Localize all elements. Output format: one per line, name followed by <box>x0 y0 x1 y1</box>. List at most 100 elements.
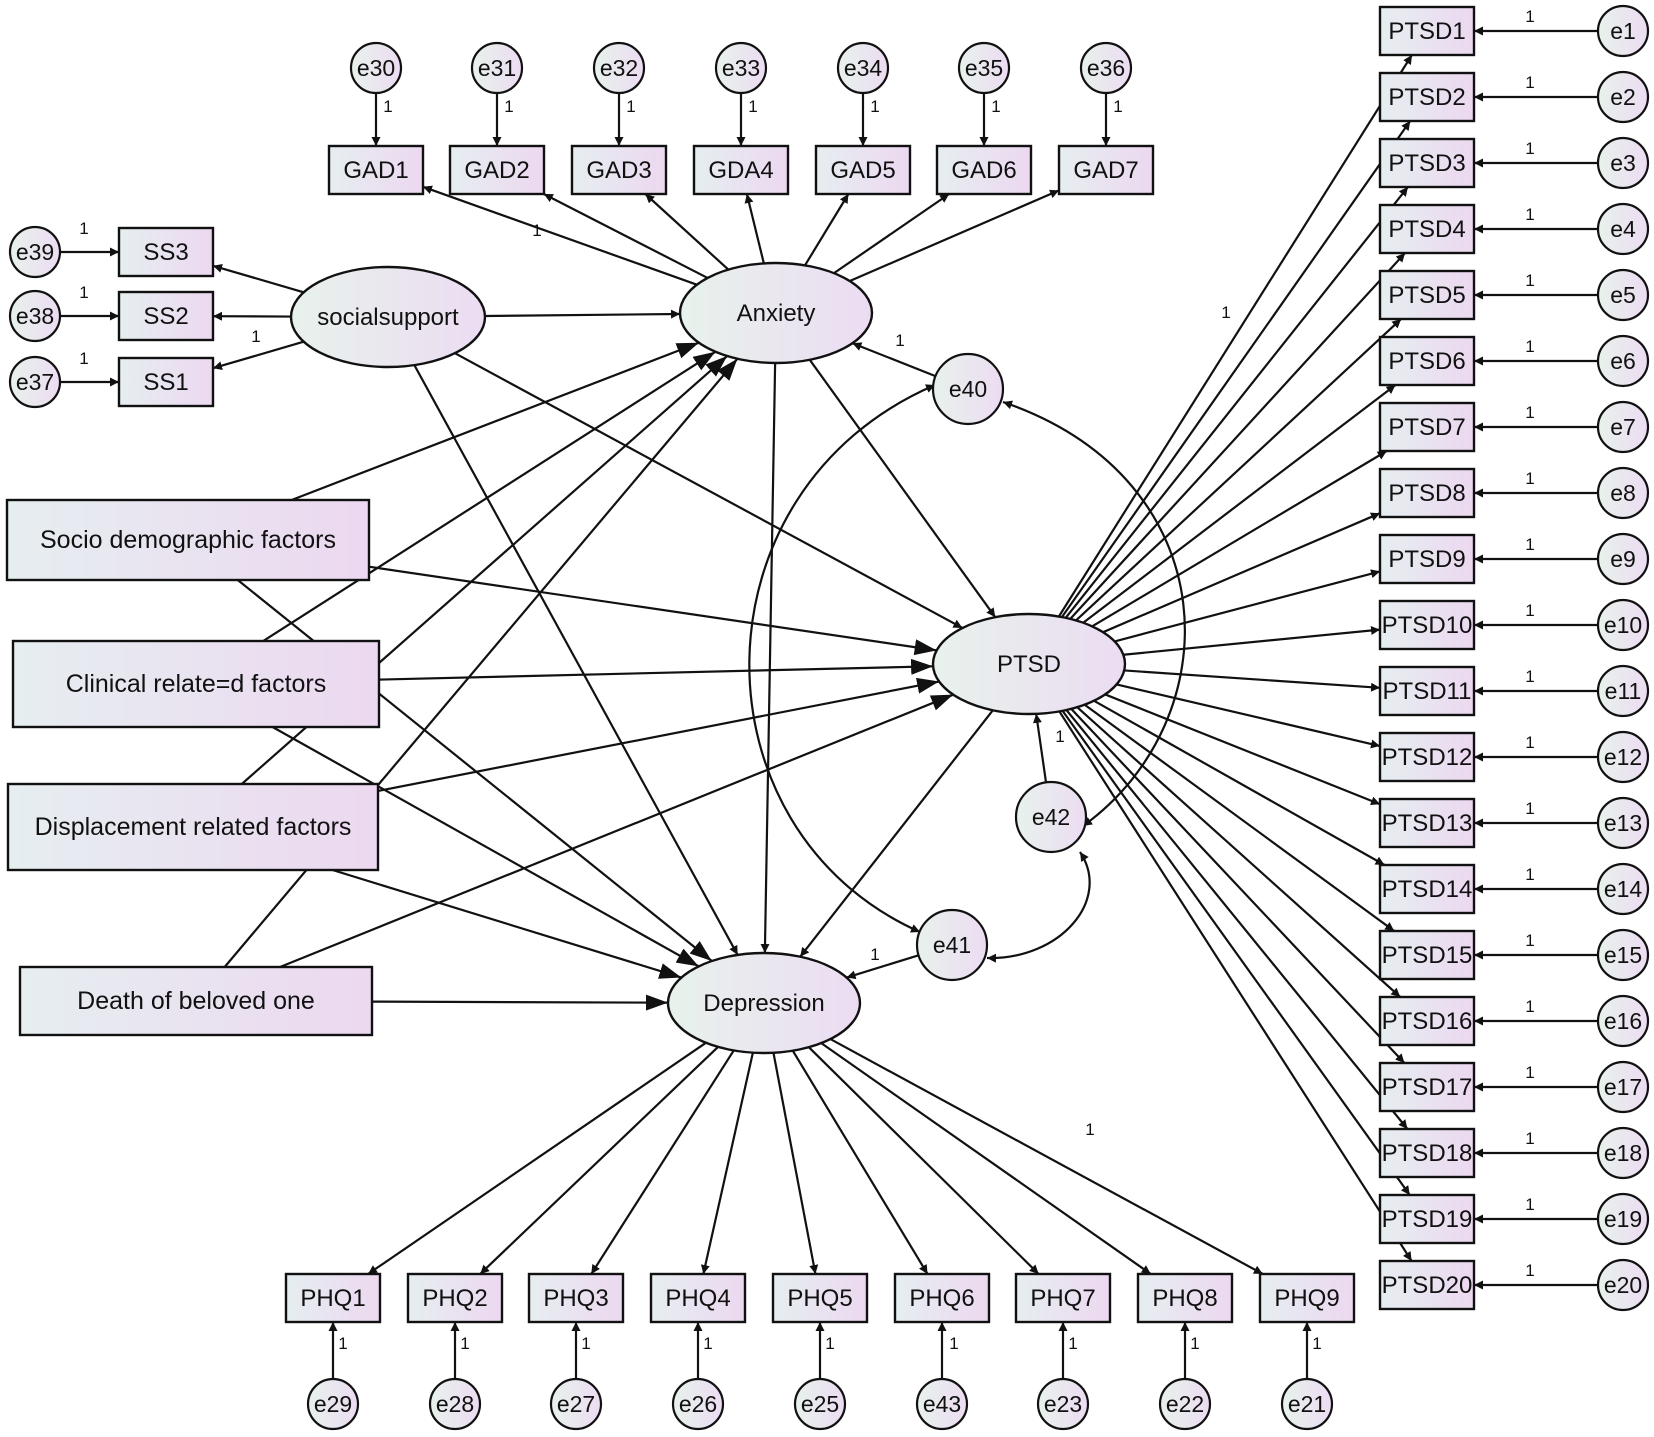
indicator-label: PTSD10 <box>1382 612 1473 639</box>
factor-label: Socio demographic factors <box>40 526 336 554</box>
indicator-label: SS2 <box>143 303 188 330</box>
error-label: e1 <box>1610 18 1636 44</box>
error-e21: e21 <box>1280 1377 1334 1431</box>
weight-label: 1 <box>870 945 879 964</box>
path-death-to-ptsd <box>279 693 954 969</box>
error-label: e29 <box>314 1391 352 1417</box>
error-label: e33 <box>722 55 760 81</box>
indicator-label: PTSD11 <box>1383 678 1472 705</box>
weight-label: 1 <box>460 1334 469 1353</box>
indicator-phq7: PHQ7 <box>1014 1272 1112 1324</box>
indicator-label: PTSD17 <box>1382 1074 1473 1101</box>
path-depression-to-phq8 <box>829 1038 1264 1275</box>
indicator-label: PTSD5 <box>1388 282 1465 309</box>
path-clinical-to-anxiety <box>262 350 716 642</box>
weight-label: 1 <box>383 97 392 116</box>
error-label: e30 <box>357 55 395 81</box>
error-label: e18 <box>1604 1140 1642 1166</box>
indicator-label: PHQ4 <box>665 1285 730 1312</box>
indicator-label: PHQ8 <box>1152 1285 1217 1312</box>
weight-label: 1 <box>1525 733 1534 752</box>
error-label: e5 <box>1610 282 1636 308</box>
error-e33: e33 <box>714 41 768 95</box>
path-ptsd-to-pt9 <box>1123 626 1381 656</box>
path-depression-to-phq6 <box>808 1046 1040 1275</box>
indicator-ptsd2: PTSD2 <box>1378 71 1476 123</box>
path-anxiety-to-gad0 <box>422 185 698 286</box>
error-e6: e6 <box>1596 334 1650 388</box>
error-label: e28 <box>436 1391 474 1417</box>
indicator-label: GAD2 <box>464 157 529 184</box>
weight-label: 1 <box>79 349 88 368</box>
weight-label: 1 <box>1525 799 1534 818</box>
path-socialsupport-to-anxiety <box>484 309 681 319</box>
indicator-phq5: PHQ5 <box>771 1272 869 1324</box>
weight-label: 1 <box>1525 205 1534 224</box>
path-death-to-depression <box>371 994 669 1011</box>
indicator-label: GAD1 <box>343 157 408 184</box>
indicator-ptsd12: PTSD12 <box>1378 731 1476 783</box>
weight-label: 1 <box>895 331 904 350</box>
indicator-ptsd3: PTSD3 <box>1378 137 1476 189</box>
latent-depression: Depression <box>666 951 862 1055</box>
error-e37: e37 <box>8 355 62 409</box>
indicator-label: GAD5 <box>830 157 895 184</box>
error-label: e38 <box>16 303 54 329</box>
weight-label: 1 <box>1068 1334 1077 1353</box>
indicator-ptsd5: PTSD5 <box>1378 269 1476 321</box>
error-label: e9 <box>1610 546 1636 572</box>
error-label: e12 <box>1604 744 1642 770</box>
indicator-label: PHQ6 <box>909 1285 974 1312</box>
error-e8: e8 <box>1596 466 1650 520</box>
path-displacement-to-depression <box>332 868 682 979</box>
path-ptsd-to-pt6 <box>1091 450 1388 628</box>
latent-socialsupport: socialsupport <box>289 265 487 369</box>
path-anxiety-to-gad2 <box>644 193 730 271</box>
indicator-ptsd9: PTSD9 <box>1378 533 1476 585</box>
error-e22: e22 <box>1158 1377 1212 1431</box>
path-ptsd-to-pt19 <box>1058 710 1413 1262</box>
error-e7: e7 <box>1596 400 1650 454</box>
error-label: e40 <box>949 376 987 402</box>
indicator-ptsd7: PTSD7 <box>1378 401 1476 453</box>
error-label: e22 <box>1166 1391 1204 1417</box>
error-label: e16 <box>1604 1008 1642 1034</box>
path-ptsd-to-pt2 <box>1064 186 1409 619</box>
covariance-e40-e42 <box>1002 400 1186 827</box>
error-e18: e18 <box>1596 1126 1650 1180</box>
weight-label: 1 <box>1525 337 1534 356</box>
error-e40: e40 <box>931 352 1005 426</box>
error-e41: e41 <box>915 908 989 982</box>
indicator-ss2: SS2 <box>117 290 215 342</box>
path-socialsupport-to-ss0 <box>212 263 304 294</box>
weight-label: 1 <box>1085 1120 1094 1139</box>
factor-displacement-related-factors: Displacement related factors <box>6 782 380 872</box>
error-e25: e25 <box>793 1377 847 1431</box>
indicator-ptsd14: PTSD14 <box>1378 863 1476 915</box>
path-ptsd-to-pt13 <box>1093 699 1386 866</box>
weight-label: 1 <box>79 219 88 238</box>
error-e30: e30 <box>349 41 403 95</box>
path-ptsd-to-pt1 <box>1061 120 1412 618</box>
error-label: e7 <box>1610 414 1636 440</box>
path-ptsd-to-pt14 <box>1084 703 1395 932</box>
path-ptsd-to-pt10 <box>1124 669 1381 692</box>
error-label: e2 <box>1610 84 1636 110</box>
indicator-label: PTSD16 <box>1382 1008 1473 1035</box>
covariance-e42-e41 <box>986 851 1091 963</box>
weight-label: 1 <box>991 97 1000 116</box>
error-label: e15 <box>1604 942 1642 968</box>
path-e40-to-anxiety <box>852 342 936 378</box>
path-depression-to-phq2 <box>590 1049 735 1275</box>
factor-death-of-beloved-one: Death of beloved one <box>18 965 374 1037</box>
error-e28: e28 <box>428 1377 482 1431</box>
indicator-label: PTSD1 <box>1388 18 1465 45</box>
error-e10: e10 <box>1596 598 1650 652</box>
covariance-e40-e41 <box>748 383 936 934</box>
factor-label: Displacement related factors <box>35 813 352 841</box>
indicator-phq9: PHQ9 <box>1258 1272 1356 1324</box>
error-e2: e2 <box>1596 70 1650 124</box>
indicator-label: GDA4 <box>708 157 773 184</box>
indicator-ptsd1: PTSD1 <box>1378 5 1476 57</box>
weight-label: 1 <box>1525 1261 1534 1280</box>
